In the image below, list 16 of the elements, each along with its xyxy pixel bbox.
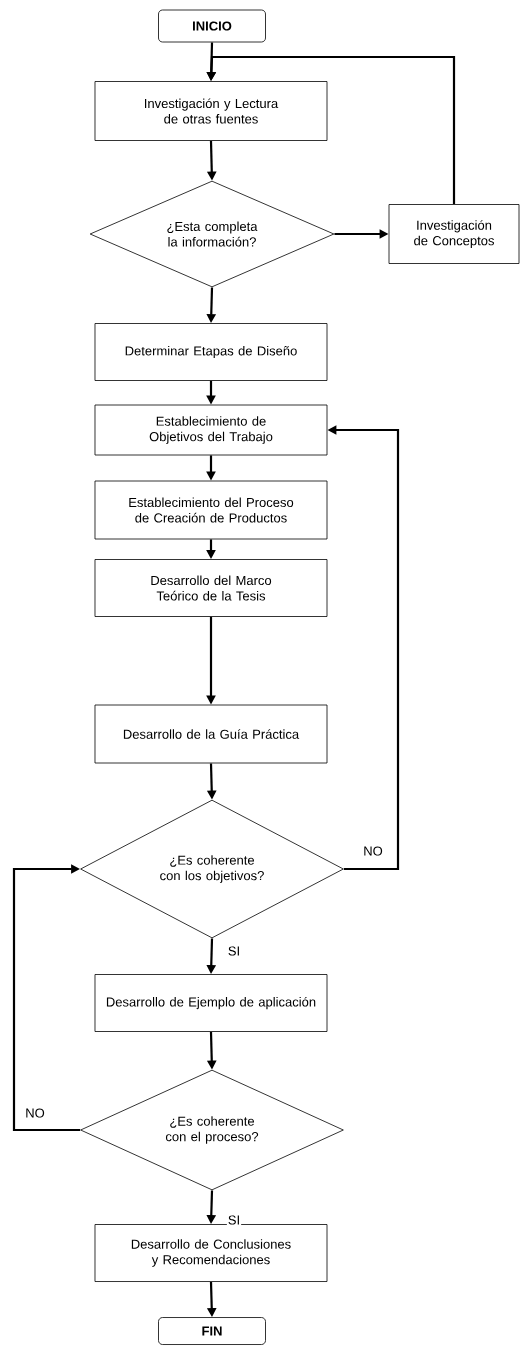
arrow	[12, 864, 81, 1132]
process-box: Desarrollo de la Guía Práctica	[94, 704, 328, 764]
terminal-box: FIN	[158, 1317, 266, 1345]
terminal-box: INICIO	[158, 9, 266, 43]
process-box: Determinar Etapas de Diseño	[94, 323, 328, 381]
edge-label: NO	[362, 845, 384, 857]
process-box: Establecimiento de Objetivos del Trabajo	[94, 404, 328, 456]
edge-label: SI	[226, 945, 242, 957]
process-box: Desarrollo de Ejemplo de aplicación	[94, 974, 328, 1032]
edge-label: NO	[24, 1107, 46, 1119]
process-box: Investigación de Conceptos	[388, 204, 520, 264]
process-box: Investigación y Lectura de otras fuentes	[94, 81, 328, 141]
edge-label: SI	[226, 1214, 242, 1226]
process-box: Desarrollo del Marco Teórico de la Tesis	[94, 559, 328, 617]
process-box: Desarrollo de Conclusiones y Recomendaciones	[94, 1224, 328, 1282]
process-box: Establecimiento del Proceso de Creación de Productos	[94, 480, 328, 540]
